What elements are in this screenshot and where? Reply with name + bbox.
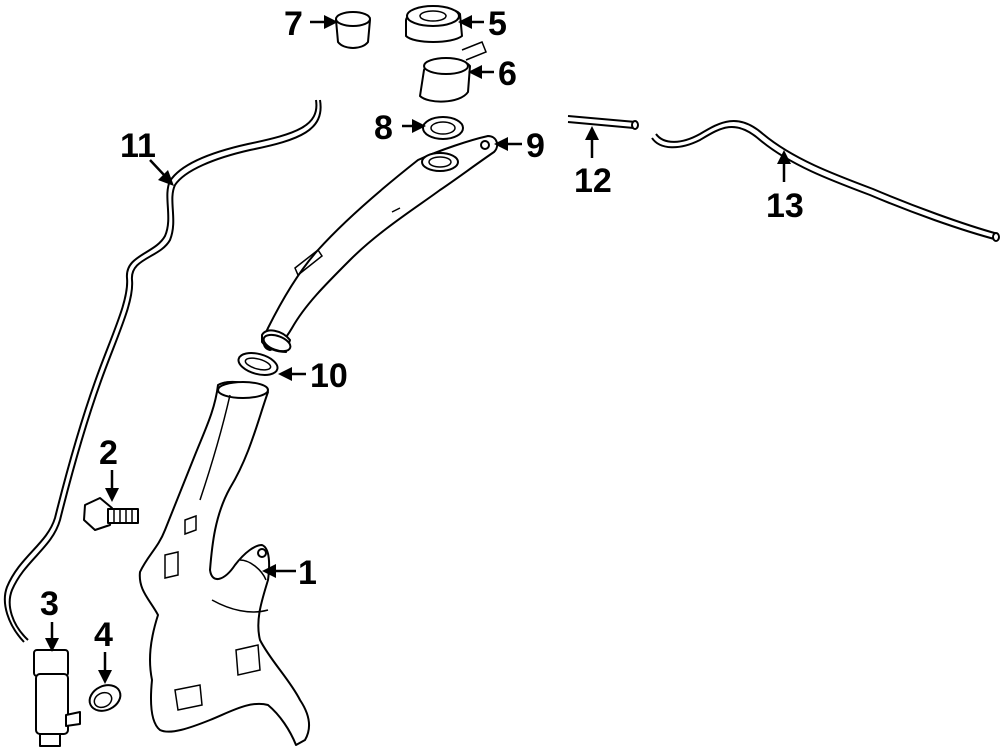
bolt bbox=[83, 497, 139, 531]
callout-13: 13 bbox=[766, 187, 804, 225]
pump-grommet bbox=[88, 684, 122, 712]
callout-4: 4 bbox=[94, 616, 113, 654]
callout-labels: 1 2 3 4 5 6 7 8 9 10 11 12 13 bbox=[40, 5, 804, 654]
cap-adapter bbox=[419, 41, 487, 103]
callout-5: 5 bbox=[488, 5, 507, 43]
callout-6: 6 bbox=[498, 55, 517, 93]
washer-hose-right bbox=[651, 119, 1000, 242]
reservoir-cap bbox=[405, 5, 463, 43]
callout-3: 3 bbox=[40, 585, 59, 623]
o-ring bbox=[422, 116, 464, 140]
callout-9: 9 bbox=[526, 127, 545, 165]
short-hose-segment bbox=[567, 115, 639, 130]
callout-7: 7 bbox=[284, 5, 303, 43]
callout-12: 12 bbox=[574, 162, 612, 200]
callout-1: 1 bbox=[298, 554, 317, 592]
callout-8: 8 bbox=[374, 109, 393, 147]
filler-neck-pipe bbox=[261, 135, 499, 353]
washer-hose-left bbox=[3, 99, 322, 643]
leader-arrows bbox=[45, 15, 791, 684]
seal-ring bbox=[237, 352, 279, 376]
callout-2: 2 bbox=[99, 434, 118, 472]
washer-pump bbox=[33, 649, 81, 747]
washer-reservoir bbox=[138, 381, 311, 746]
callout-11: 11 bbox=[120, 127, 156, 165]
callout-10: 10 bbox=[310, 357, 348, 395]
small-cap bbox=[335, 11, 371, 49]
